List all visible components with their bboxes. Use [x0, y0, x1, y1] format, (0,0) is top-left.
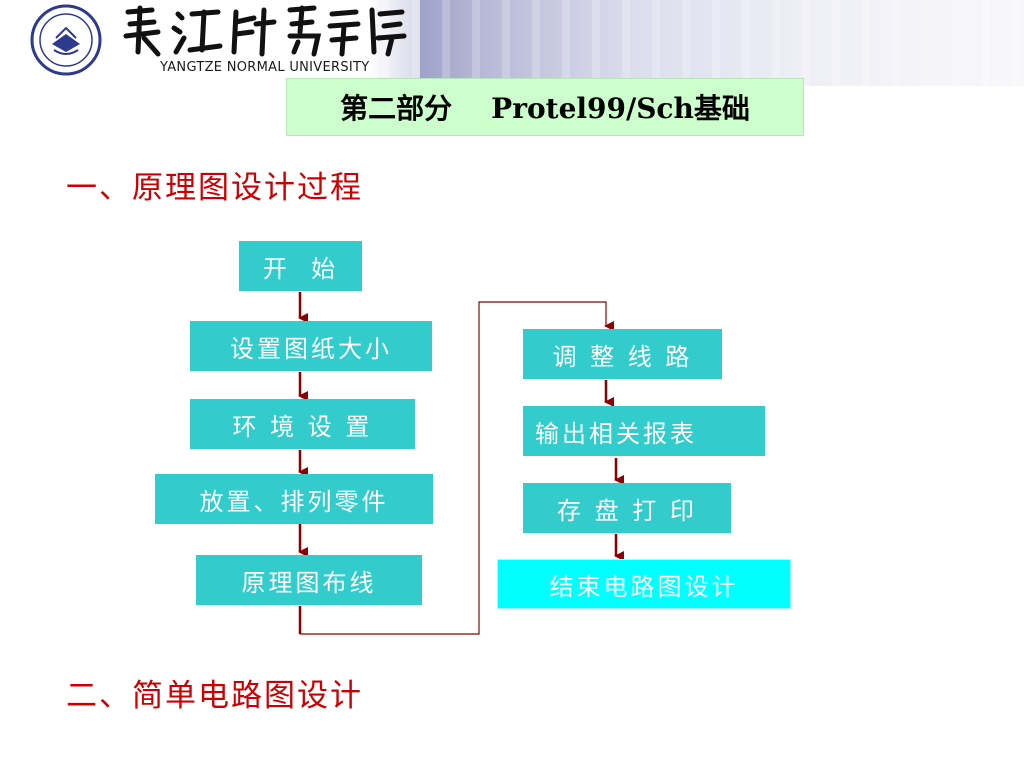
step-end-design: 结束电路图设计: [497, 559, 791, 609]
step-save-print: 存 盘 打 印: [523, 483, 731, 533]
logo-panel: YANGTZE NORMAL UNIVERSITY: [0, 0, 420, 86]
step-output-reports: 输出相关报表: [523, 406, 765, 456]
step-place-components: 放置、排列零件: [155, 474, 433, 524]
header-band: YANGTZE NORMAL UNIVERSITY: [0, 0, 1024, 86]
step-schematic-wiring: 原理图布线: [196, 555, 422, 605]
slide-title: 第二部分 Protel99/Sch基础: [286, 78, 804, 136]
university-seal-icon: [30, 4, 102, 76]
section-heading-simple-circuit: 二、简单电路图设计: [66, 678, 363, 714]
step-environment-setup: 环 境 设 置: [190, 399, 415, 449]
university-calligraphy-logo: [123, 5, 407, 57]
step-adjust-lines: 调 整 线 路: [523, 329, 722, 379]
university-english-name: YANGTZE NORMAL UNIVERSITY: [160, 60, 370, 75]
connector-wiring-to-adjust: [300, 301, 614, 635]
step-set-sheet-size: 设置图纸大小: [190, 321, 432, 371]
section-heading-design-process: 一、原理图设计过程: [66, 170, 363, 206]
step-start: 开 始: [239, 241, 362, 291]
